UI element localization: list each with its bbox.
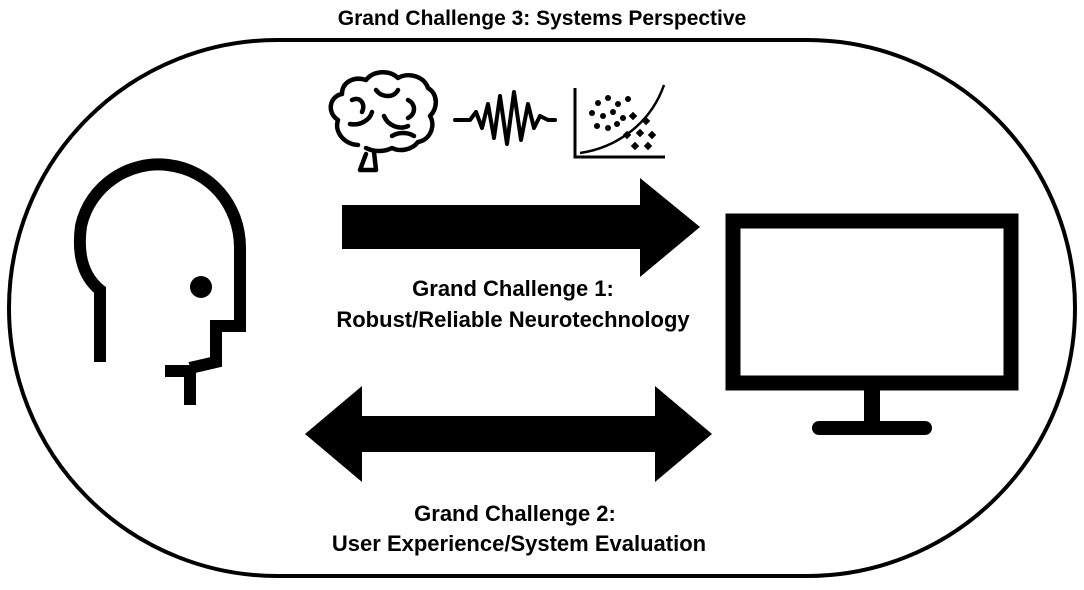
arrow-right-icon [342,178,700,277]
signal-wave-icon [453,90,557,146]
challenge-1-subtitle: Robust/Reliable Neurotechnology [336,307,690,332]
computer-monitor-icon [725,213,1019,435]
title-grand-challenge-3: Grand Challenge 3: Systems Perspective [338,7,747,30]
scatter-plot-icon [573,84,666,159]
challenge-2-subtitle: User Experience/System Evaluation [332,531,706,556]
arrow-double-icon [305,386,712,482]
challenge-2-title: Grand Challenge 2: [414,501,616,526]
challenge-1-title: Grand Challenge 1: [412,276,614,301]
systems-boundary [7,38,1077,578]
person-head-icon [73,158,246,405]
brain-icon [328,70,438,173]
